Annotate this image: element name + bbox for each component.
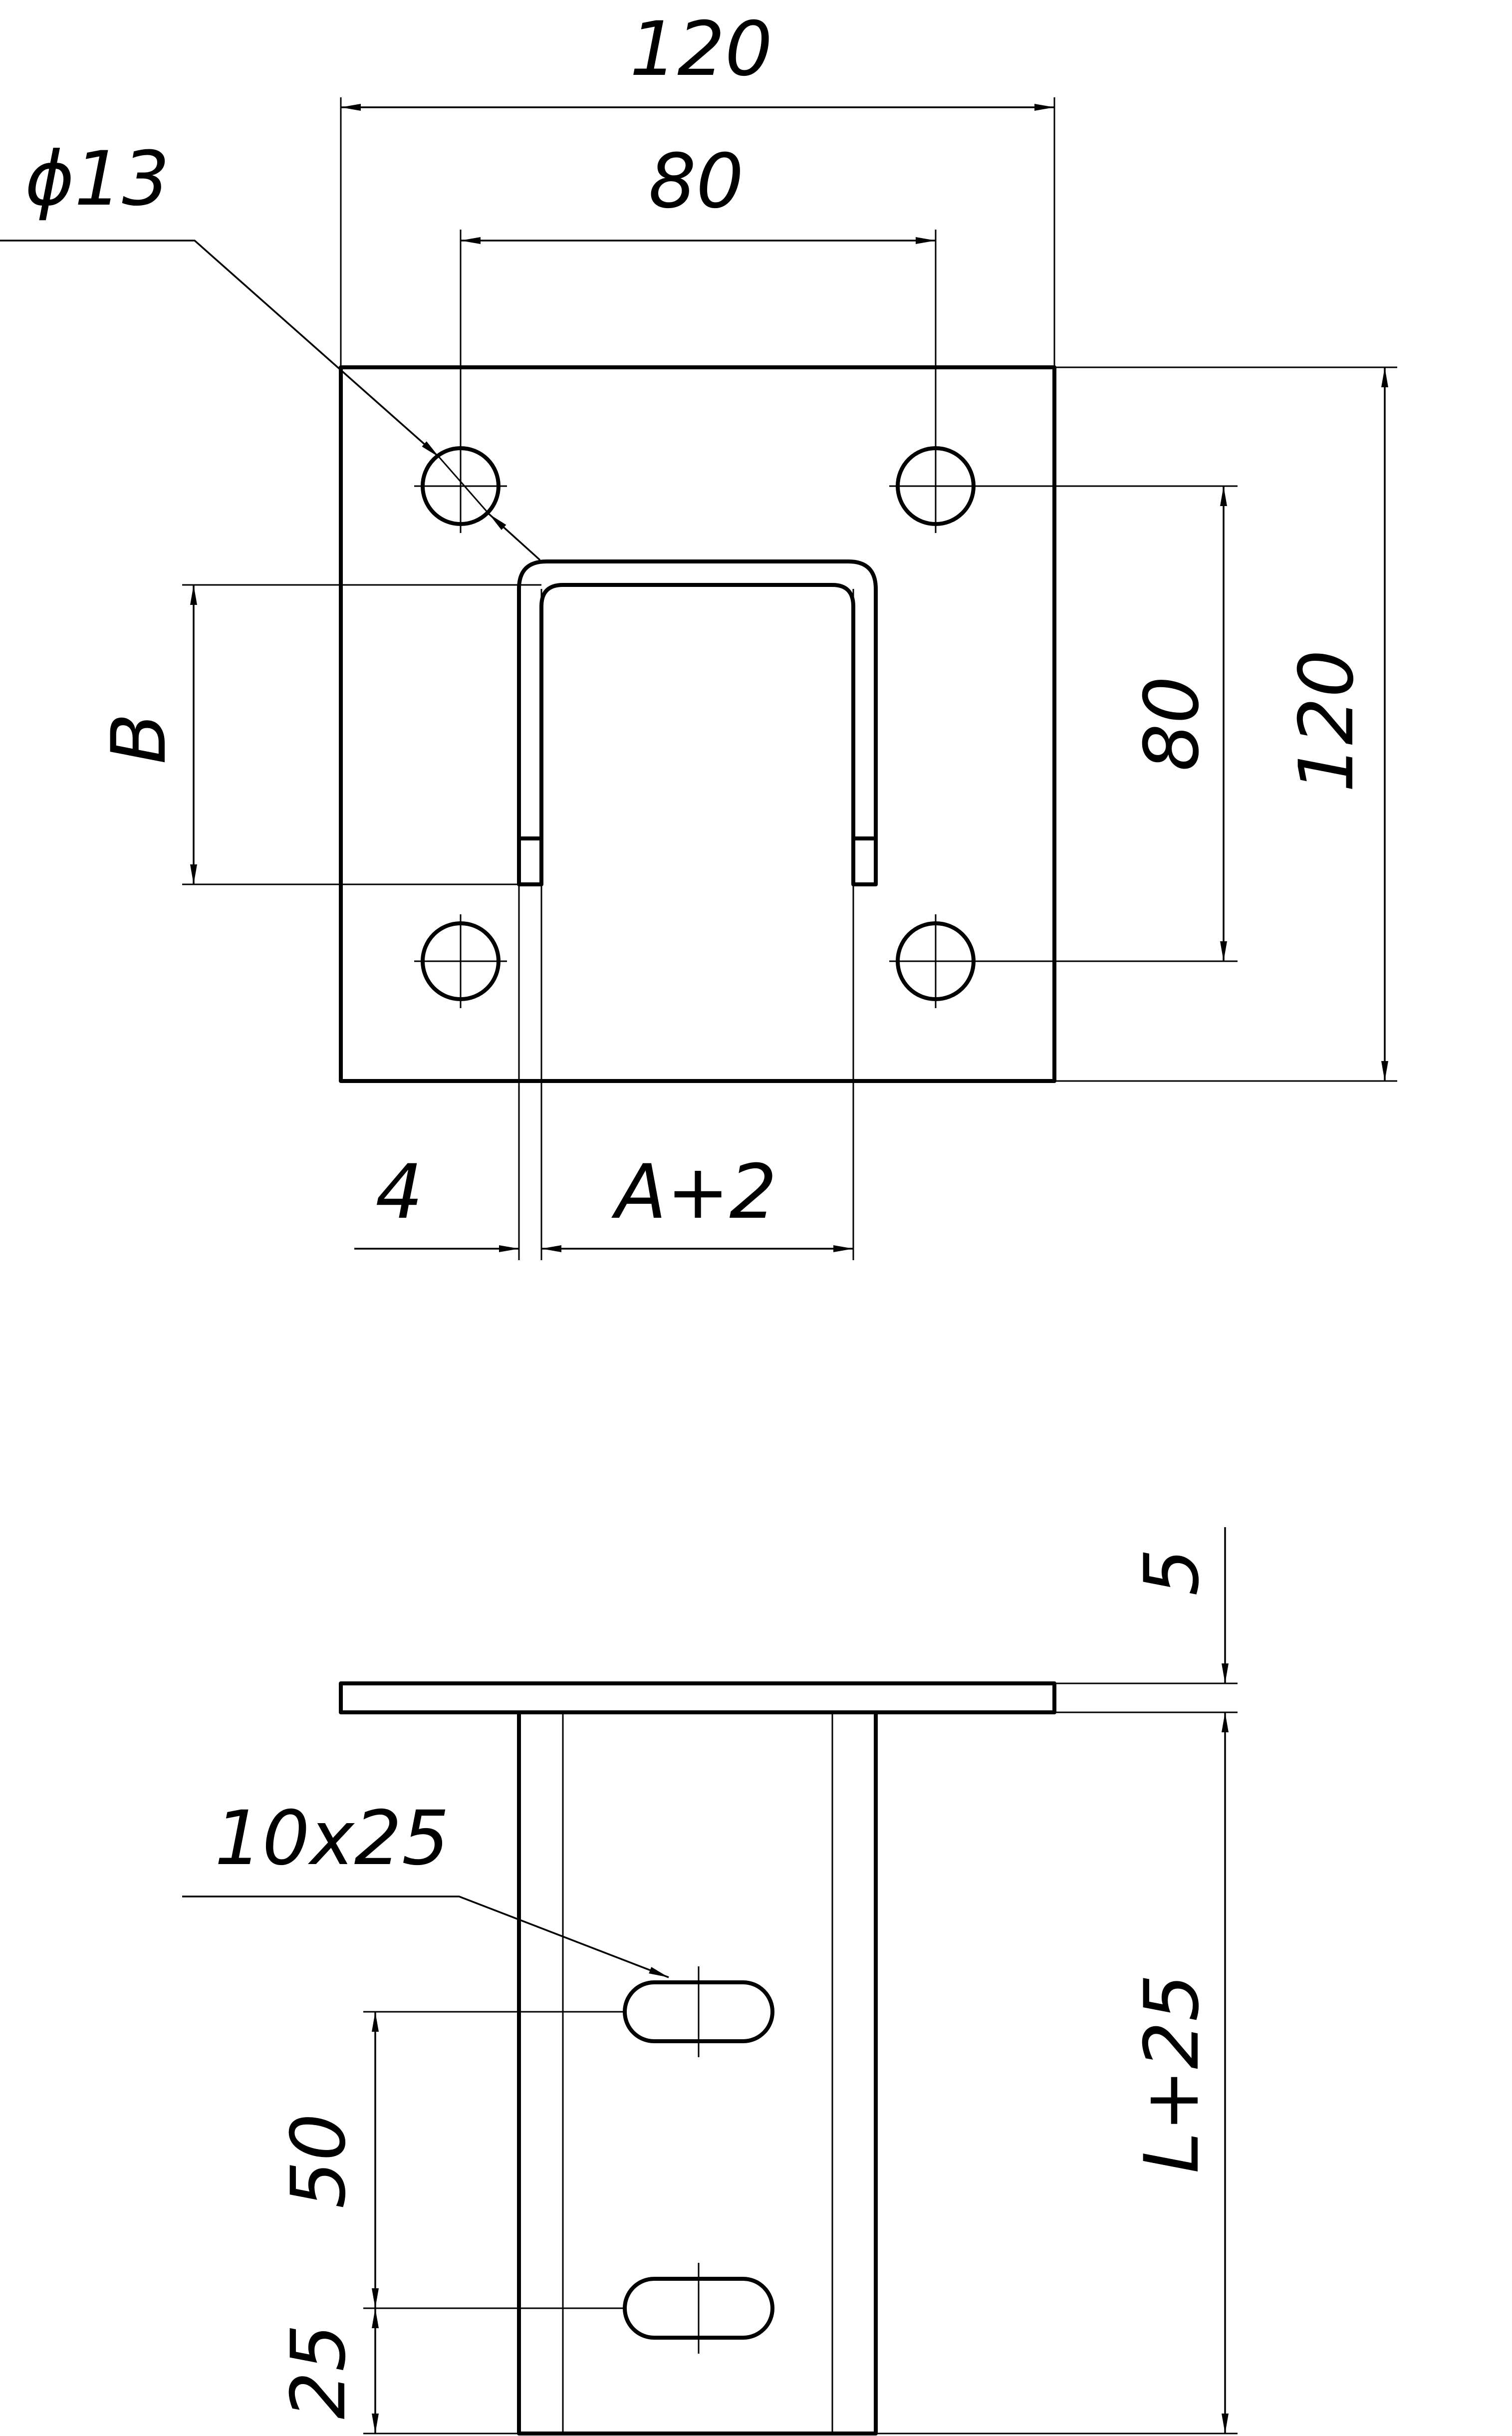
dim-hole-pitch-horizontal: 80 — [460, 138, 937, 439]
dim-plate-thickness: 5 — [1054, 1527, 1238, 1713]
side-plate-outline — [339, 1681, 1056, 1714]
dim-bend-depth-label: B — [96, 713, 183, 765]
dim-hole-pitch-horizontal-label: 80 — [649, 138, 744, 225]
side-post-outline — [517, 1710, 878, 2436]
channel-wall-left-end — [517, 836, 543, 886]
channel-inner-edge — [539, 583, 855, 884]
dim-hole-diameter: ϕ13 — [0, 136, 541, 561]
dim-slot-size-label: 10x25 — [215, 1795, 450, 1882]
dim-wall-and-channel: 4 A+2 — [354, 884, 854, 1260]
side-view: 5 L+25 10x25 50 25 — [182, 1527, 1238, 2436]
dim-wall-thickness-label: 4 — [375, 1149, 423, 1236]
dim-plate-width: 120 — [340, 6, 1055, 367]
dim-plate-thickness-label: 5 — [1129, 1548, 1216, 1596]
channel-outer-edge — [517, 559, 878, 884]
dim-plate-height: 120 — [1054, 366, 1397, 1082]
dim-plate-height-label: 120 — [1283, 650, 1370, 793]
mounting-slots — [623, 1966, 774, 2354]
channel-wall-right-end — [851, 836, 878, 886]
base-plate-outline — [339, 365, 1056, 1083]
dim-channel-width-label: A+2 — [611, 1149, 777, 1236]
dim-slot-size: 10x25 — [182, 1795, 669, 1978]
top-view: 120 80 ϕ13 B 80 — [0, 6, 1397, 1260]
dim-bend-depth: B — [96, 584, 541, 885]
dim-plate-width-label: 120 — [630, 6, 772, 93]
dim-slot-offset-label: 25 — [275, 2324, 362, 2420]
dim-slot-pitch-label: 50 — [275, 2114, 362, 2209]
channel-profile — [517, 559, 878, 886]
dim-post-length-label: L+25 — [1129, 1974, 1216, 2173]
dim-hole-pitch-vertical-label: 80 — [1129, 676, 1216, 772]
dim-slot-spacing: 50 25 — [275, 2011, 625, 2435]
dim-post-length: L+25 — [876, 1712, 1238, 2435]
dim-hole-pitch-vertical: 80 — [982, 485, 1238, 962]
bolt-holes — [414, 439, 982, 1008]
dim-hole-diameter-label: ϕ13 — [25, 136, 170, 223]
